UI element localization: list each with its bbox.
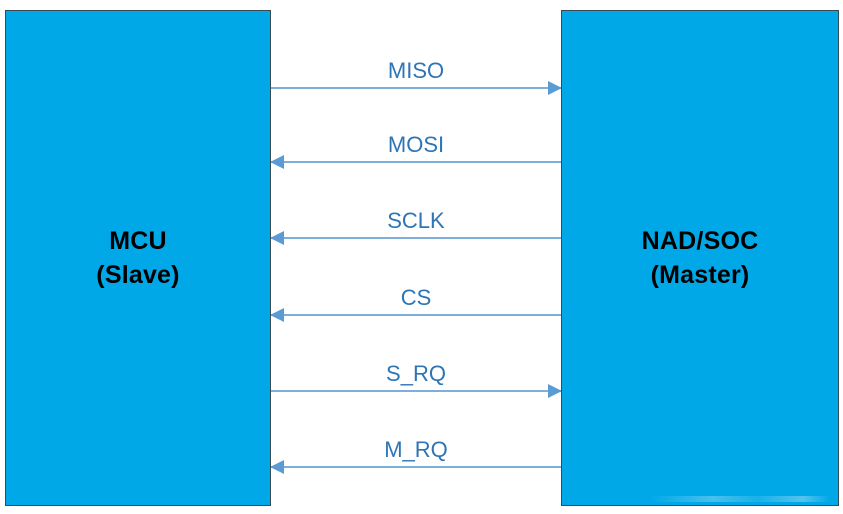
signal-label-mosi: MOSI: [387, 132, 445, 157]
signal-line-sclk: [271, 237, 561, 239]
signal-line-s-rq: [271, 390, 561, 392]
arrow-left-icon-cs: [270, 308, 284, 322]
node-nad-soc[interactable]: NAD/SOC (Master): [561, 10, 839, 506]
node-nad-soc-role: (Master): [650, 261, 750, 289]
signal-line-cs: [271, 314, 561, 316]
arrow-right-icon-s-rq: [548, 384, 562, 398]
signal-label-cs: CS: [400, 285, 432, 310]
arrow-left-icon-mosi: [270, 155, 284, 169]
signal-line-m-rq: [271, 466, 561, 468]
signal-line-mosi: [271, 161, 561, 163]
signal-label-s-rq: S_RQ: [386, 361, 446, 386]
arrow-right-icon-miso: [548, 81, 562, 95]
arrow-left-icon-m-rq: [270, 460, 284, 474]
node-mcu-role: (Slave): [96, 261, 180, 289]
signal-line-miso: [271, 87, 561, 89]
signal-label-miso: MISO: [387, 58, 445, 83]
arrow-left-icon-sclk: [270, 231, 284, 245]
node-mcu[interactable]: MCU (Slave): [5, 10, 271, 506]
node-mcu-name: MCU: [109, 227, 167, 255]
signal-label-sclk: SCLK: [387, 208, 445, 233]
signal-label-m-rq: M_RQ: [384, 437, 448, 462]
node-nad-soc-name: NAD/SOC: [641, 227, 759, 255]
